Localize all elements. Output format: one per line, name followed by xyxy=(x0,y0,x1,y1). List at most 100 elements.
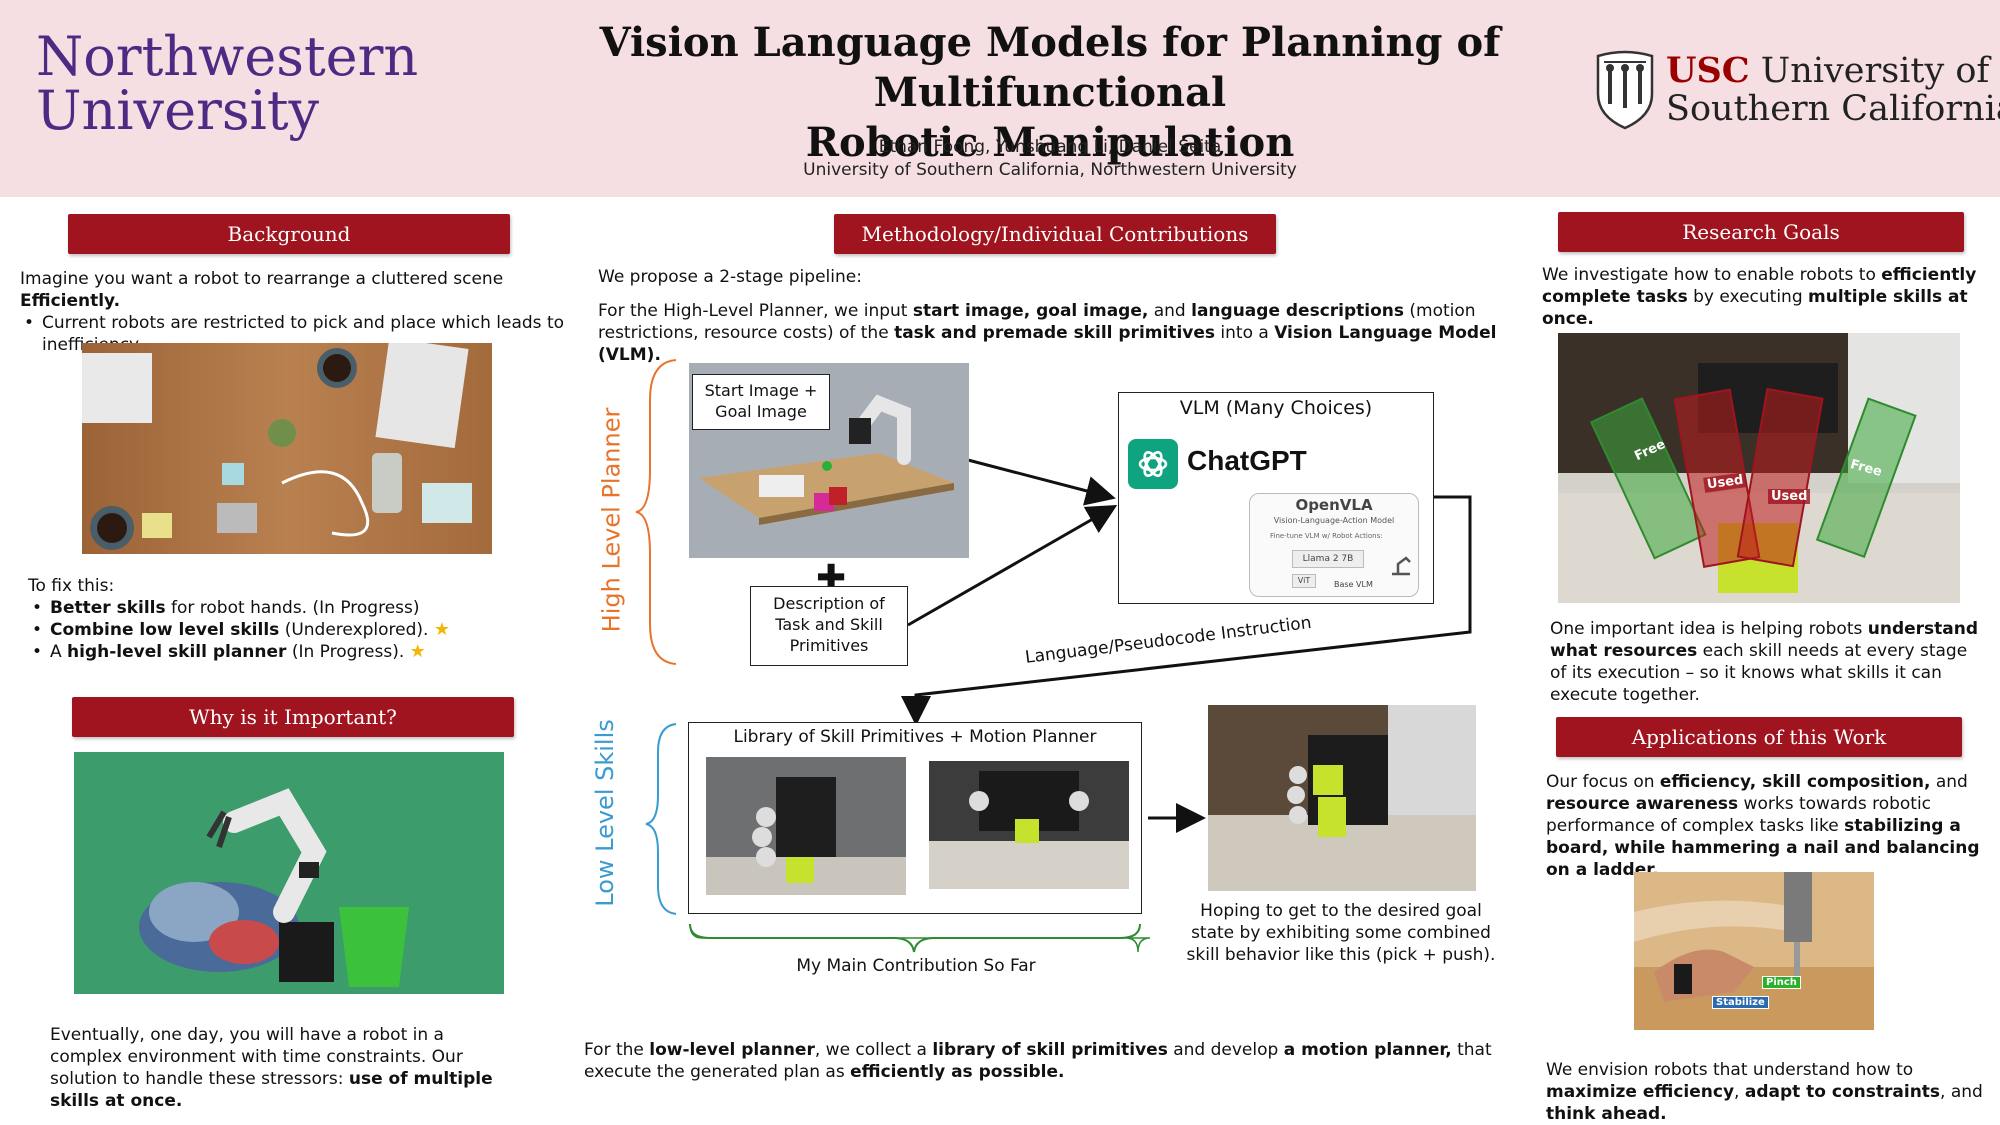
used-tag-2: Used xyxy=(1768,489,1811,504)
intro-bold: Efficiently. xyxy=(20,291,121,311)
contribution-brace xyxy=(689,923,1141,953)
goals-bold-1: efficiently complete tasks xyxy=(1542,265,1977,307)
importance-text: Eventually, one day, you will have a rob… xyxy=(50,1024,510,1112)
fix2-bold: Combine low level skills xyxy=(50,620,280,640)
high-level-label-wrap: High Level Planner xyxy=(594,405,628,635)
research-goals-heading: Research Goals xyxy=(1682,220,1840,244)
high-level-label: High Level Planner xyxy=(597,407,626,633)
usc-wordmark: USC University of Southern California xyxy=(1666,50,2000,129)
importance-bold: use of multiple skills at once. xyxy=(50,1069,493,1111)
methodology-lowlevel-text: For the low-level planner, we collect a … xyxy=(584,1039,1504,1083)
ll-bold-2: library of skill primitives xyxy=(932,1040,1168,1060)
fix3-rest: (In Progress). xyxy=(286,642,405,662)
ll-text-3: and develop xyxy=(1167,1040,1284,1060)
app-text-3: works towards robotic performance of com… xyxy=(1546,794,1932,836)
envision-text: We envision robots that understand how t… xyxy=(1546,1059,1986,1125)
fix-label: To fix this: xyxy=(28,576,115,596)
fix3-pre: A xyxy=(50,642,68,662)
importance-heading: Why is it Important? xyxy=(189,705,397,729)
title-line2: Robotic Manipulation xyxy=(805,119,1295,166)
llama-block: Llama 2 7B xyxy=(1292,550,1364,568)
ll-text-1: For the xyxy=(584,1040,650,1060)
methodology-highlevel-text: For the High-Level Planner, we input sta… xyxy=(598,300,1498,366)
background-bullet: Current robots are restricted to pick an… xyxy=(20,312,580,356)
goals-text-2: by executing xyxy=(1687,287,1809,307)
ll-text-2: , we collect a xyxy=(814,1040,933,1060)
ll-text-4: that execute the generated plan as xyxy=(584,1040,1492,1082)
cluttered-desk-photo xyxy=(82,343,492,554)
robot-hand-resources-image xyxy=(1558,333,1960,603)
vlm-title: VLM (Many Choices) xyxy=(1179,397,1373,419)
star-icon: ★ xyxy=(433,619,451,640)
app-text-1: Our focus on xyxy=(1546,772,1660,792)
openvla-title: OpenVLA xyxy=(1295,496,1373,514)
affiliations: University of Southern California, North… xyxy=(803,160,1297,180)
chatgpt-label: ChatGPT xyxy=(1187,445,1307,476)
app-bold-1: efficiency, skill composition, xyxy=(1659,772,1931,792)
usc-logo: USC University of Southern California xyxy=(1594,50,2000,132)
start-goal-label: Start Image + Goal Image xyxy=(692,374,830,430)
nu-logo-line1: Northwestern xyxy=(36,25,419,88)
ll-bold-4: efficiently as possible. xyxy=(850,1062,1065,1082)
env-text-2: , xyxy=(1734,1082,1745,1102)
app-bold-3: stabilizing a board, while hammering a n… xyxy=(1546,816,1980,880)
hl-text-1: For the High-Level Planner, we input xyxy=(598,301,913,321)
fix1-rest: for robot hands. (In Progress) xyxy=(165,598,420,618)
fix2-rest: (Underexplored). xyxy=(279,620,429,640)
usc-line1: University of xyxy=(1760,51,1990,91)
idea-text-1: One important idea is helping robots xyxy=(1550,619,1868,639)
skill-library-box: Library of Skill Primitives + Motion Pla… xyxy=(688,722,1142,914)
low-level-brace xyxy=(645,723,677,915)
applications-banner: Applications of this Work xyxy=(1556,717,1962,757)
methodology-heading: Methodology/Individual Contributions xyxy=(861,222,1249,246)
title-line1: Vision Language Models for Planning of M… xyxy=(599,19,1501,116)
stabilize-tag: Stabilize xyxy=(1712,996,1769,1009)
high-level-brace xyxy=(635,359,677,665)
cluttered-desk-image xyxy=(82,343,492,554)
skill-library-title: Library of Skill Primitives + Motion Pla… xyxy=(733,727,1097,747)
robot-hand-photo-2 xyxy=(929,761,1129,889)
pinch-tag: Pinch xyxy=(1762,976,1801,989)
arrow-desc-to-vlm xyxy=(907,505,1118,627)
env-bold-2: adapt to constraints xyxy=(1744,1082,1941,1102)
openai-knot-icon xyxy=(1138,451,1168,477)
hl-bold-1: start image, goal image, xyxy=(912,301,1149,321)
poster-header: Northwestern University Vision Language … xyxy=(0,0,2000,197)
env-bold-1: maximize efficiency xyxy=(1546,1082,1735,1102)
goals-bold-2: multiple skills at once. xyxy=(1542,287,1968,329)
goal-state-photo xyxy=(1208,705,1476,891)
resource-idea-text: One important idea is helping robots und… xyxy=(1550,618,1980,706)
low-level-label: Low Level Skills xyxy=(591,719,620,907)
app-bold-2: resource awareness xyxy=(1546,794,1739,814)
hl-bold-2: language descriptions xyxy=(1191,301,1405,321)
usc-abbrev: USC xyxy=(1666,50,1750,91)
arrow-vlm-to-library xyxy=(901,495,1472,726)
arrow-image-to-vlm xyxy=(967,458,1116,506)
laundry-robot-photo xyxy=(74,752,504,994)
low-level-label-wrap: Low Level Skills xyxy=(588,718,622,908)
ll-bold-3: a motion planner, xyxy=(1283,1040,1452,1060)
env-bold-3: think ahead. xyxy=(1546,1104,1667,1124)
main-contribution-label: My Main Contribution So Far xyxy=(796,956,1036,976)
methodology-propose: We propose a 2-stage pipeline: xyxy=(598,267,862,287)
authors: Ethan Foong, Yunshuang Li, Daniel Seita xyxy=(878,137,1222,157)
authors-block: Ethan Foong, Yunshuang Li, Daniel Seita … xyxy=(700,136,1400,182)
skill-photo-1 xyxy=(706,757,906,895)
robot-hand-photo-1 xyxy=(706,757,906,895)
openvla-finetune: Fine-tune VLM w/ Robot Actions: xyxy=(1270,532,1383,540)
env-text-1: We envision robots that understand how t… xyxy=(1546,1060,1914,1080)
openvla-card: OpenVLA Vision-Language-Action Model Fin… xyxy=(1249,493,1419,597)
goal-state-caption: Hoping to get to the desired goal state … xyxy=(1186,901,1496,965)
fix-item-2: Combine low level skills (Underexplored)… xyxy=(28,619,548,641)
background-heading: Background xyxy=(227,222,351,246)
vlm-box: VLM (Many Choices) ChatGPT OpenVLA Visio… xyxy=(1118,392,1434,604)
hl-text-2: and xyxy=(1148,301,1192,321)
idea-bold-1: understand what resources xyxy=(1550,619,1979,661)
ll-bold-1: low-level planner xyxy=(649,1040,815,1060)
skill-photo-2 xyxy=(929,761,1129,889)
background-intro: Imagine you want a robot to rearrange a … xyxy=(20,268,580,356)
app-text-2: and xyxy=(1930,772,1968,792)
importance-banner: Why is it Important? xyxy=(72,697,514,737)
northwestern-logo: Northwestern University xyxy=(36,30,418,138)
